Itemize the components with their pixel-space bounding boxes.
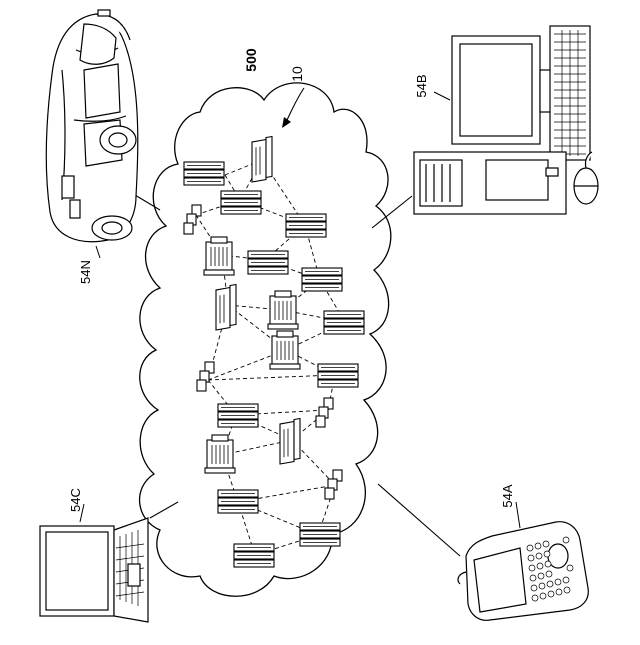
network-ref-label: 10 bbox=[289, 66, 305, 82]
phone-device bbox=[458, 522, 588, 621]
server-rack-node bbox=[324, 311, 364, 334]
server-rack-node bbox=[218, 404, 258, 427]
cloud-label: 500 bbox=[243, 48, 259, 72]
server-rack-node bbox=[218, 490, 258, 513]
server-rack-node bbox=[184, 162, 224, 185]
server-rack-node bbox=[300, 523, 340, 546]
phone-device-label: 54A bbox=[500, 484, 515, 507]
server-rack-node bbox=[318, 364, 358, 387]
car-device-label: 54N bbox=[78, 260, 93, 284]
server-tower-node bbox=[216, 284, 236, 330]
desktop-device bbox=[414, 26, 598, 214]
server-rack-node bbox=[248, 251, 288, 274]
printer-node bbox=[270, 331, 300, 369]
laptop-device bbox=[40, 518, 148, 622]
server-rack-node bbox=[221, 191, 261, 214]
link-phone bbox=[378, 484, 460, 556]
laptop-device-label: 54C bbox=[68, 488, 83, 512]
printer-node bbox=[268, 291, 298, 329]
server-rack-node bbox=[302, 268, 342, 291]
server-tower-node bbox=[280, 418, 300, 464]
car-device bbox=[46, 10, 137, 242]
server-rack-node bbox=[286, 214, 326, 237]
desktop-device-label: 54B bbox=[414, 74, 429, 97]
printer-node bbox=[205, 435, 235, 473]
server-tower-node bbox=[252, 136, 272, 182]
printer-node bbox=[204, 237, 234, 275]
server-rack-node bbox=[234, 544, 274, 567]
